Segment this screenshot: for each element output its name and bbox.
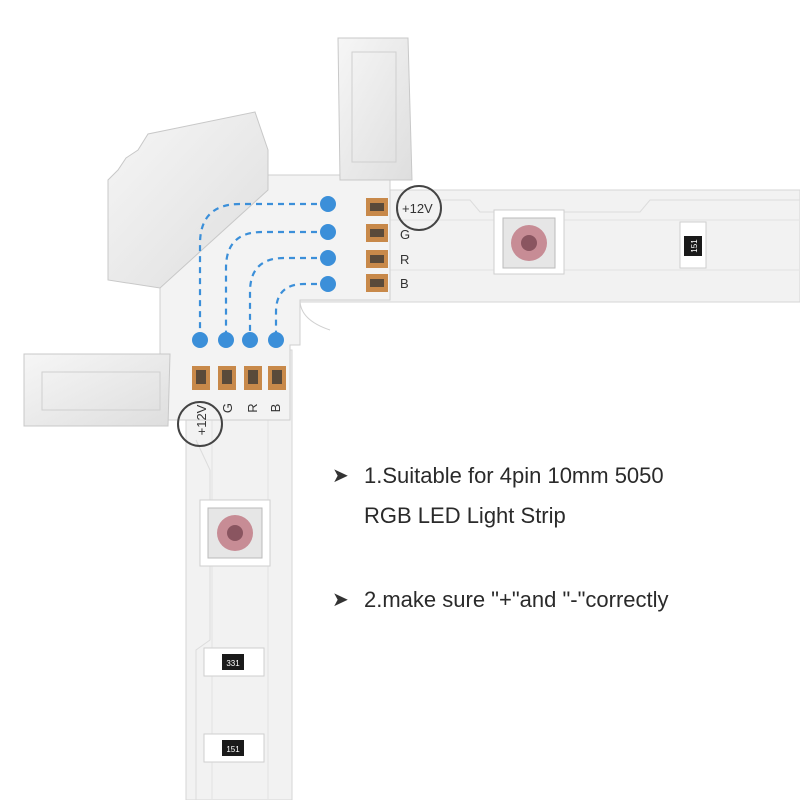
left-clip-cap bbox=[23, 353, 171, 427]
wiring-dots bbox=[192, 196, 336, 348]
rgb-led-chip-vertical bbox=[199, 499, 271, 567]
resistor-vertical-1: 331 bbox=[203, 647, 265, 677]
wiring-paths bbox=[198, 202, 328, 340]
vertical-pins: +12V G R B bbox=[177, 366, 286, 447]
corner-clip-cap bbox=[107, 111, 269, 289]
pin-label-r-vertical: R bbox=[245, 403, 260, 412]
resistor-horizontal: 151 bbox=[679, 221, 707, 269]
pin-label-r-horizontal: R bbox=[400, 252, 409, 267]
arrow-right-icon: ➤ bbox=[332, 589, 349, 611]
feature-2-line-1: 2.make sure "+"and "-"correctly bbox=[364, 587, 669, 612]
top-clip-cap bbox=[337, 37, 413, 181]
rgb-led-chip-horizontal bbox=[493, 209, 565, 275]
plus-12v-highlight-ring bbox=[396, 185, 442, 231]
pin-label-12v-horizontal: +12V bbox=[402, 201, 433, 216]
pin-label-b-horizontal: B bbox=[400, 276, 409, 291]
horizontal-pins: +12V G R B bbox=[366, 185, 442, 292]
pin-label-g-vertical: G bbox=[220, 403, 235, 413]
feature-1-line-2: RGB LED Light Strip bbox=[364, 503, 566, 528]
vertical-led-strip: 331 151 bbox=[185, 349, 293, 800]
resistor-label: 151 bbox=[690, 239, 699, 253]
pin-label-12v-vertical: +12V bbox=[194, 404, 209, 435]
feature-1-line-1: 1.Suitable for 4pin 10mm 5050 bbox=[364, 463, 664, 488]
pin-label-g-horizontal: G bbox=[400, 227, 410, 242]
feature-item-1: ➤ 1.Suitable for 4pin 10mm 5050 RGB LED … bbox=[332, 456, 772, 536]
pin-label-b-vertical: B bbox=[268, 404, 283, 413]
feature-item-2: ➤ 2.make sure "+"and "-"correctly bbox=[332, 580, 772, 620]
plus-12v-highlight-ring-vertical bbox=[177, 401, 223, 447]
resistor-label: 151 bbox=[226, 745, 240, 754]
arrow-right-icon: ➤ bbox=[332, 465, 349, 487]
resistor-vertical-2: 151 bbox=[203, 733, 265, 763]
feature-list: ➤ 1.Suitable for 4pin 10mm 5050 RGB LED … bbox=[332, 456, 772, 620]
resistor-label: 331 bbox=[226, 659, 240, 668]
